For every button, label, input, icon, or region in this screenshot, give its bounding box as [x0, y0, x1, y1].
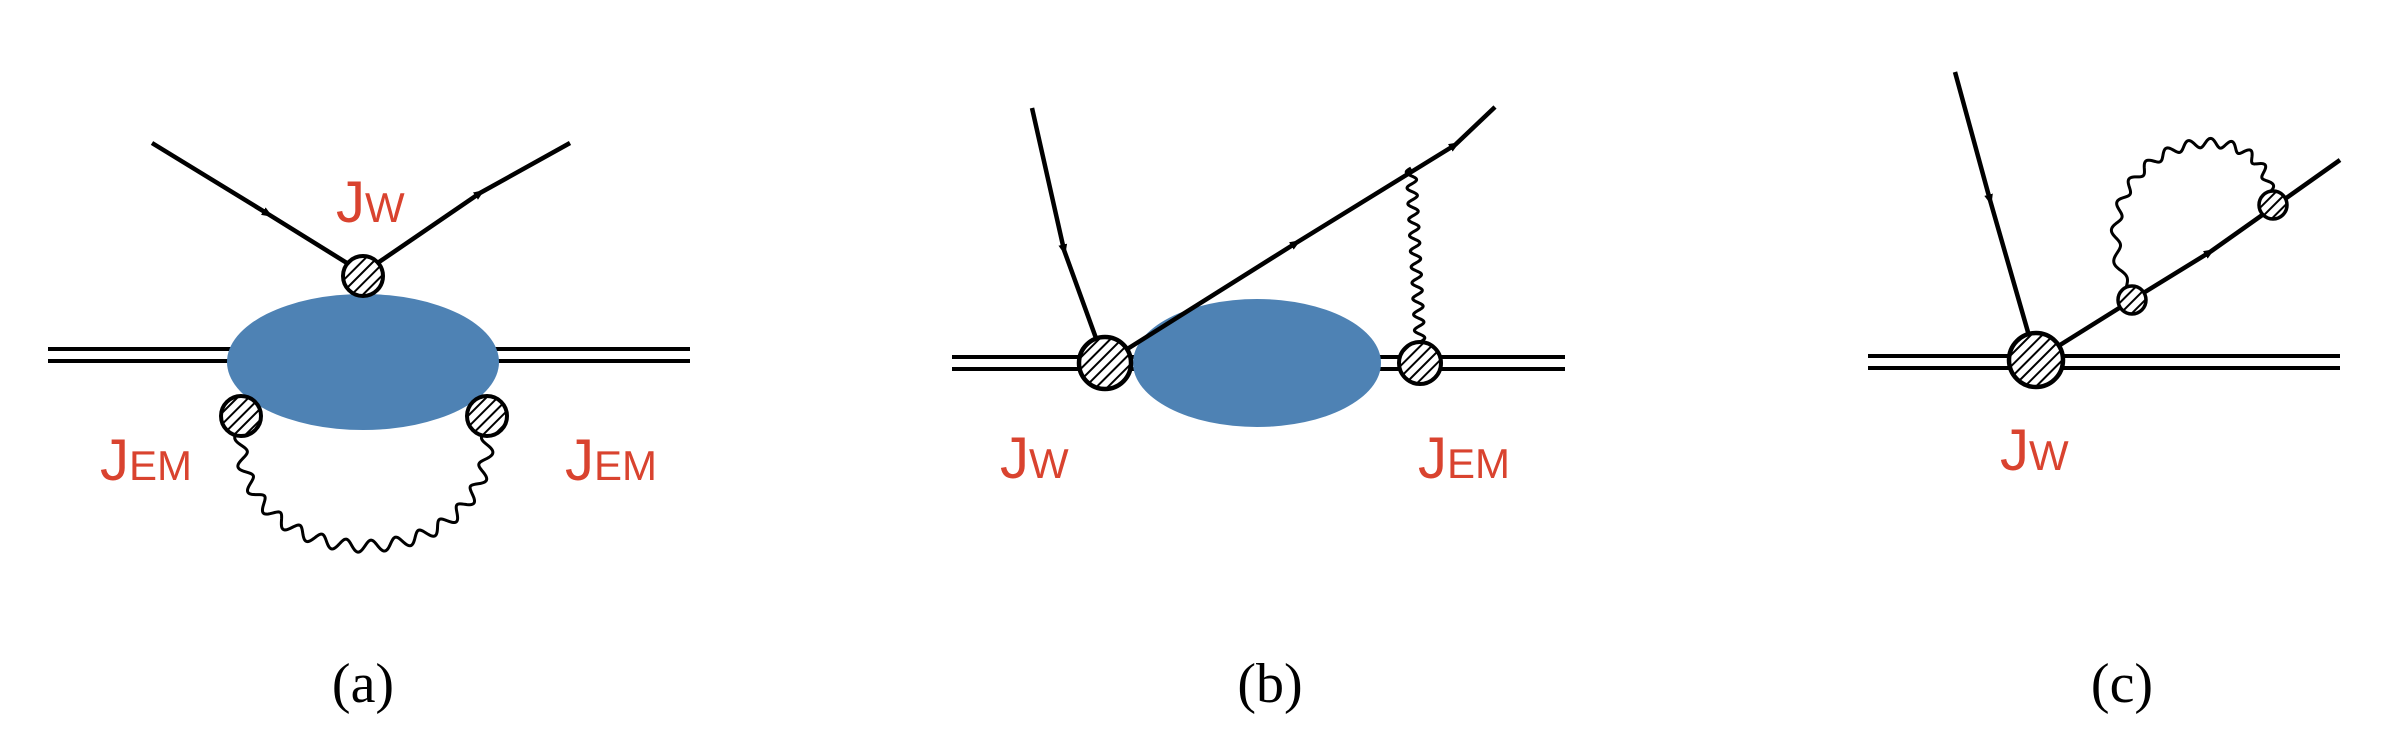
caption-c: (c)	[2091, 653, 2153, 715]
weak-current-label: JW	[2000, 418, 2069, 483]
caption-a: (a)	[332, 653, 394, 715]
caption-b: (b)	[1237, 653, 1302, 715]
photon-loop	[2109, 136, 2276, 289]
em-current-label: JEM	[1418, 426, 1510, 491]
photon-exchange	[1404, 166, 1427, 344]
em-vertex-lower	[2116, 284, 2148, 316]
weak-vertex	[2006, 330, 2066, 390]
em-current-label-left: JEM	[100, 428, 192, 493]
hadron-blob	[1133, 299, 1381, 427]
incoming-lepton-line	[1029, 107, 1108, 364]
weak-current-label: JW	[1000, 426, 1069, 491]
incoming-lepton-line	[150, 141, 365, 275]
em-current-label-right: JEM	[565, 428, 657, 493]
weak-current-label: JW	[336, 170, 405, 235]
em-vertex-right	[465, 394, 509, 438]
photon-loop	[233, 428, 495, 554]
em-vertex-upper	[2257, 189, 2289, 221]
hadron-blob	[227, 294, 499, 430]
weak-vertex	[341, 254, 385, 298]
nucleon-line	[1868, 354, 2340, 370]
diagram-b: JW JEM (b)	[952, 105, 1565, 715]
diagram-c: JW (c)	[1868, 71, 2342, 715]
outgoing-lepton-line	[361, 141, 572, 275]
incoming-lepton-line	[1952, 71, 2039, 361]
em-vertex-left	[219, 394, 263, 438]
outgoing-lepton-line	[1103, 105, 1497, 365]
em-vertex	[1397, 340, 1443, 386]
weak-vertex	[1076, 334, 1134, 392]
diagram-a: JW JEM JEM (a)	[48, 141, 690, 715]
outgoing-lepton-line	[2034, 158, 2342, 362]
